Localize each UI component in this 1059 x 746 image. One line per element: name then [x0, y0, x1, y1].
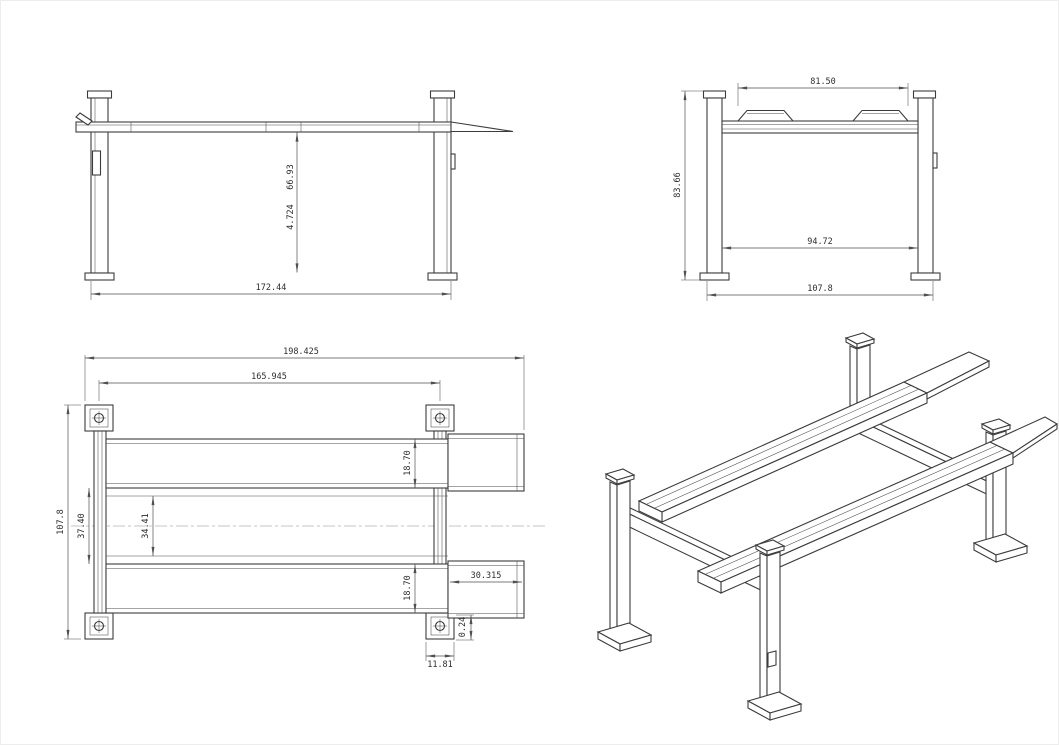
isometric-view [596, 332, 1059, 721]
plan-ramp-front [447, 433, 525, 492]
iso-near-post [746, 539, 803, 721]
iso-power-unit-latch [767, 650, 777, 668]
dim-front-overall-width: 172.44 [256, 283, 287, 293]
plan-dim-base-plate-width: 11.81 [425, 642, 455, 670]
dim-front-platform-rise: 4.724 [286, 204, 296, 230]
front-runway-platform [75, 112, 514, 133]
side-dim-inner-span: 94.72 [722, 237, 918, 250]
plan-dim-runway-gap-outer: 37.40 [77, 488, 91, 564]
plan-dim-overall-length: 198.425 [84, 347, 525, 430]
dim-plan-runway-width-rear: 18.70 [403, 575, 413, 601]
plan-post-plate-top-right [425, 404, 455, 432]
side-elevation-view: 81.50 83.66 94.72 107.8 [673, 77, 941, 301]
side-dim-width: 107.8 [706, 281, 934, 301]
dim-plan-base-plate-width: 11.81 [427, 660, 453, 670]
side-dim-height: 83.66 [673, 90, 703, 281]
plan-dim-runway-width-rear: 18.70 [403, 564, 417, 613]
front-safety-latch [75, 112, 93, 126]
front-dim-height: 66.93 4.724 [286, 132, 299, 273]
plan-ramp-rear [447, 560, 525, 619]
dim-side-overall-width: 107.8 [807, 284, 833, 294]
front-right-post [427, 90, 458, 281]
side-wheel-stop-left [736, 109, 795, 122]
plan-dim-runway-gap-inner: 34.41 [141, 496, 155, 556]
dim-side-wheel-stop-span: 81.50 [810, 77, 836, 87]
plan-post-plate-top-left [84, 404, 114, 432]
plan-post-plate-bottom-left [84, 612, 114, 640]
front-elevation-view: 66.93 4.724 172.44 [75, 90, 514, 300]
iso-ramp-near [988, 416, 1059, 460]
plan-runway-front [105, 438, 449, 489]
iso-ramp-far [902, 351, 991, 400]
dim-plan-base-gap: 0.24 [458, 617, 468, 637]
plan-runway-rear [105, 563, 449, 614]
dim-plan-overall-length: 198.425 [283, 347, 319, 357]
plan-crossbeam-left [93, 430, 107, 614]
plan-dim-base-gap: 0.24 [456, 614, 474, 641]
iso-left-post [596, 468, 653, 652]
plan-dim-ramp-length: 30.315 [450, 571, 522, 584]
dim-plan-ramp-length: 30.315 [471, 571, 502, 581]
side-left-post [699, 90, 730, 281]
dim-side-inner-span: 94.72 [807, 237, 833, 247]
side-wheel-stop-right [851, 109, 910, 122]
plan-dim-overall-width: 107.8 [56, 404, 81, 640]
dim-plan-gap-outer: 37.40 [77, 513, 87, 539]
dim-plan-overall-width: 107.8 [56, 509, 66, 535]
plan-dim-post-span: 165.945 [98, 372, 441, 401]
side-right-post [910, 90, 941, 281]
dim-plan-post-span: 165.945 [251, 372, 287, 382]
dim-front-lift-height: 66.93 [286, 164, 296, 190]
front-drive-ramp [450, 121, 514, 133]
front-dim-width: 172.44 [90, 281, 452, 300]
side-crossbeam [721, 109, 919, 134]
dim-plan-gap-inner: 34.41 [141, 513, 151, 539]
plan-dim-runway-width-front: 18.70 [403, 439, 417, 488]
dim-plan-runway-width-front: 18.70 [403, 450, 413, 476]
plan-view: 198.425 165.945 107.8 37.40 34.41 18.70 [56, 347, 546, 670]
side-dim-wheel-stop-span: 81.50 [737, 77, 909, 106]
front-left-post [84, 90, 115, 281]
dim-side-overall-height: 83.66 [673, 172, 683, 198]
